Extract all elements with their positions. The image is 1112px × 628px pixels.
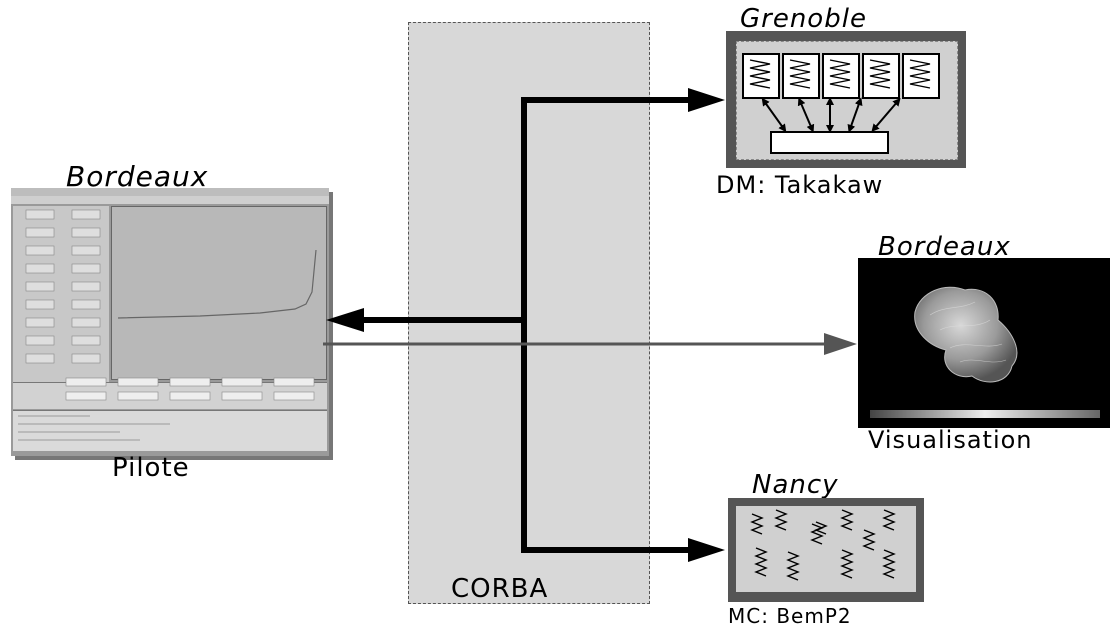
bordeaux-left-label: Bordeaux: [66, 160, 209, 193]
shared-memory-box: [770, 131, 889, 154]
pilote-log-panel: [13, 410, 327, 451]
pilote-label: Pilote: [112, 453, 190, 483]
bordeaux-right-label: Bordeaux: [878, 232, 1011, 262]
memory-links: [761, 97, 901, 133]
corba-bus: [408, 22, 650, 604]
processor-boxes: [742, 53, 940, 99]
corba-label: CORBA: [451, 574, 549, 604]
visualisation-label: Visualisation: [868, 426, 1033, 454]
visualisation-link-arrowhead: [824, 333, 857, 355]
pilote-menubar: [11, 196, 329, 204]
molecule-surface: [914, 286, 1018, 383]
nancy-label: Nancy: [752, 470, 839, 500]
processor-zigzags: [749, 59, 931, 89]
colour-scale-bar: [870, 410, 1100, 418]
pilote-plot: [111, 206, 327, 380]
pilote-titlebar: [11, 188, 329, 196]
corba-connectors: [360, 97, 690, 553]
pilote-plot-curve: [117, 249, 317, 319]
grenoble-label: Grenoble: [740, 4, 867, 34]
molecule-texture: [929, 301, 1007, 363]
pilote-param-fields: [65, 377, 315, 401]
nancy-zigzags: [750, 509, 896, 581]
mc-label: MC: BemP2: [728, 604, 852, 628]
corba-arrowheads: [326, 88, 725, 562]
pilote-buttons: [25, 209, 101, 364]
nancy-site: [728, 498, 924, 602]
pilote-log-lines: [18, 415, 170, 441]
dm-label: DM: Takakaw: [716, 171, 884, 199]
